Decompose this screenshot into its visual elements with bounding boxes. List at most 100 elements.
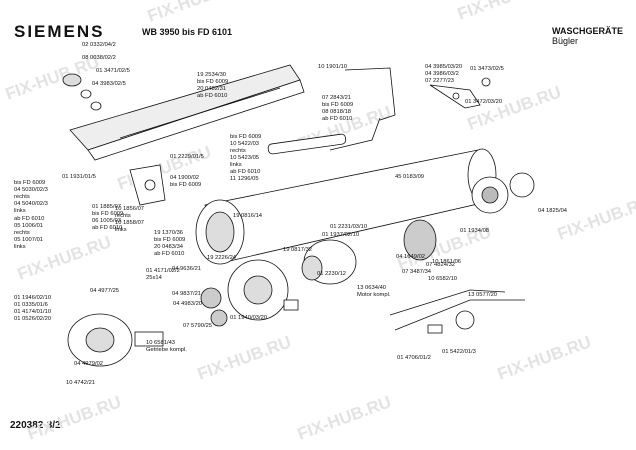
part-label: ab FD 6010	[92, 225, 122, 231]
part-number-labels: 02 0332/04/208 0038/02/201 3471/02/504 3…	[14, 42, 568, 386]
part-label: bis FD 6009	[14, 180, 45, 186]
part-label: 07 5790/25	[183, 323, 212, 329]
part-label: 01 2231/03/10	[330, 224, 367, 230]
part-label: 04 4979/02	[74, 361, 103, 367]
part-label: rechts	[14, 194, 30, 200]
part-label: ab FD 6010	[14, 216, 44, 222]
part-label: rechts	[230, 148, 246, 154]
part-label: rechts	[115, 213, 131, 219]
part-label: 19 2226/24	[207, 255, 237, 261]
part-label: 07 4824/32	[426, 262, 455, 268]
part-label: 10 1856/07	[115, 206, 144, 212]
part-label: 10 5423/05	[230, 155, 259, 161]
part-label: 05 1007/01	[14, 237, 43, 243]
part-label: rechts	[14, 230, 30, 236]
part-label: 05 1006/01	[14, 223, 43, 229]
document-id: 220382-3/2	[10, 420, 61, 431]
part-label: 04 4983/20	[173, 301, 202, 307]
part-label: links	[14, 244, 26, 250]
watermark-text: FIX-HUB.RU	[555, 192, 636, 243]
part-label: ab FD 6010	[322, 116, 352, 122]
heating-element	[267, 133, 347, 155]
watermark-text: FIX-HUB.RU	[465, 82, 564, 133]
part-label: 10 1901/10	[318, 64, 347, 70]
part-label: 01 1946/02/10	[14, 295, 51, 301]
watermark-text: FIX-HUB.RU	[455, 0, 554, 24]
part-label: 10 6581/43	[146, 340, 175, 346]
part-label: 01 2230/12	[317, 271, 346, 277]
model-range: WB 3950 bis FD 6101	[142, 27, 233, 37]
watermark-text: FIX-HUB.RU	[145, 0, 244, 26]
part-label: 01 4171/02/2	[146, 268, 180, 274]
part-label: ab FD 6010	[230, 169, 260, 175]
motor-rotor	[403, 219, 437, 261]
part-label: 07 2843/21	[322, 95, 351, 101]
part-label: 04 9837/21	[172, 291, 201, 297]
gear-wheel	[200, 287, 222, 309]
part-label: 01 0526/02/20	[14, 316, 51, 322]
part-label: 13 0577/20	[468, 292, 497, 298]
part-label: Getriebe kompl.	[146, 347, 187, 353]
bracket	[129, 164, 166, 206]
part-label: 10 1858/07	[115, 220, 144, 226]
part-label: 10 5422/03	[230, 141, 259, 147]
part-label: 20 0483/34	[154, 244, 184, 250]
part-label: ab FD 6010	[154, 251, 184, 257]
part-label: 04 1900/02	[170, 175, 199, 181]
part-label: 01 3473/02/5	[470, 66, 504, 72]
part-label: 10 1861/06	[432, 259, 461, 265]
part-label: 04 1825/04	[538, 208, 568, 214]
part-label: 01 2229/01/5	[170, 154, 204, 160]
part-label: 01 3472/03/20	[465, 99, 502, 105]
part-label: bis FD 6009	[154, 237, 185, 243]
lifting-lever	[344, 67, 396, 121]
part-label: 04 3986/03/2	[425, 71, 459, 77]
part-label: 01 3471/02/5	[96, 68, 130, 74]
part-label: bis FD 6009	[230, 134, 261, 140]
category-title: WASCHGERÄTE	[552, 26, 624, 36]
part-label: ab FD 6010	[197, 93, 227, 99]
part-label: 01 1885/07	[92, 204, 121, 210]
watermark-text: FIX-HUB.RU	[195, 332, 294, 383]
watermark-text: FIX-HUB.RU	[495, 332, 594, 383]
part-label: 08 0038/02/2	[82, 55, 116, 61]
part-label: links	[115, 227, 127, 233]
part-label: 13 0634/40	[357, 285, 386, 291]
part-label: bis FD 6009	[322, 102, 353, 108]
part-label: 07 2277/23	[425, 78, 454, 84]
part-label: 01 0335/01/6	[14, 302, 48, 308]
part-label: bis FD 6009	[197, 79, 228, 85]
brand-logo: SIEMENS	[14, 22, 105, 41]
part-label: bis FD 6009	[92, 211, 123, 217]
part-label: 10 4742/21	[66, 380, 95, 386]
part-label: 10 6582/10	[428, 276, 457, 282]
ironing-shoe	[69, 64, 301, 151]
part-label: 01 1937/02/10	[322, 232, 359, 238]
part-label: 19 0816/14	[233, 213, 263, 219]
part-label: 07 3487/34	[402, 269, 432, 275]
part-label: bis FD 6009	[170, 182, 201, 188]
part-label: 20 0482/31	[197, 86, 226, 92]
linkage	[429, 84, 481, 109]
part-label: 06 1005/03	[92, 218, 121, 224]
part-label: 04 5040/02/3	[14, 201, 48, 207]
parts-drawing	[62, 64, 535, 367]
part-label: links	[14, 208, 26, 214]
part-label: 08 0818/18	[322, 109, 351, 115]
part-label: 45 0183/09	[395, 174, 424, 180]
part-label: 25x14	[146, 275, 163, 281]
part-label: 19 2534/30	[197, 72, 226, 78]
part-label: 19 0817/32	[283, 247, 312, 253]
part-label: 04 4977/25	[90, 288, 119, 294]
category-subtitle: Bügler	[552, 36, 579, 46]
part-label: 11 1296/05	[230, 176, 259, 182]
part-label: 01 5422/01/3	[442, 349, 476, 355]
part-label: 19 1370/36	[154, 230, 183, 236]
part-label: 04 9636/21	[172, 266, 201, 272]
fan-wheel	[509, 172, 535, 198]
part-label: Motor kompl.	[357, 292, 391, 298]
part-label: 01 4174/01/10	[14, 309, 51, 315]
part-label: 04 5030/02/3	[14, 187, 48, 193]
part-label: links	[230, 162, 242, 168]
